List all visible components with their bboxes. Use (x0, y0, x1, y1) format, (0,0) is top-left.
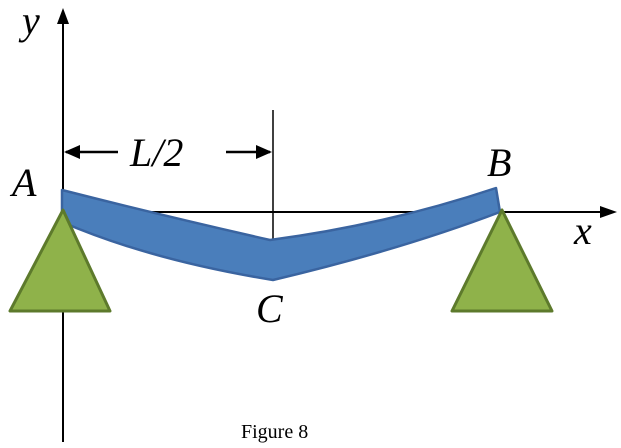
y-axis-arrowhead (57, 8, 69, 24)
dimension-label: L/2 (129, 130, 183, 175)
support-b-triangle-icon (450, 208, 554, 313)
support-a-triangle-icon (8, 208, 112, 313)
y-axis-label: y (18, 0, 40, 43)
point-a-label: A (9, 160, 37, 205)
figure-caption: Figure 8 (241, 421, 308, 443)
x-axis-label: x (573, 208, 592, 253)
point-c-label: C (256, 286, 284, 331)
deflected-beam (60, 186, 502, 282)
x-axis-arrowhead (600, 206, 617, 218)
point-b-label: B (487, 140, 511, 185)
dimension-arrowhead-left (64, 145, 80, 159)
dimension-arrowhead-right (256, 145, 272, 159)
